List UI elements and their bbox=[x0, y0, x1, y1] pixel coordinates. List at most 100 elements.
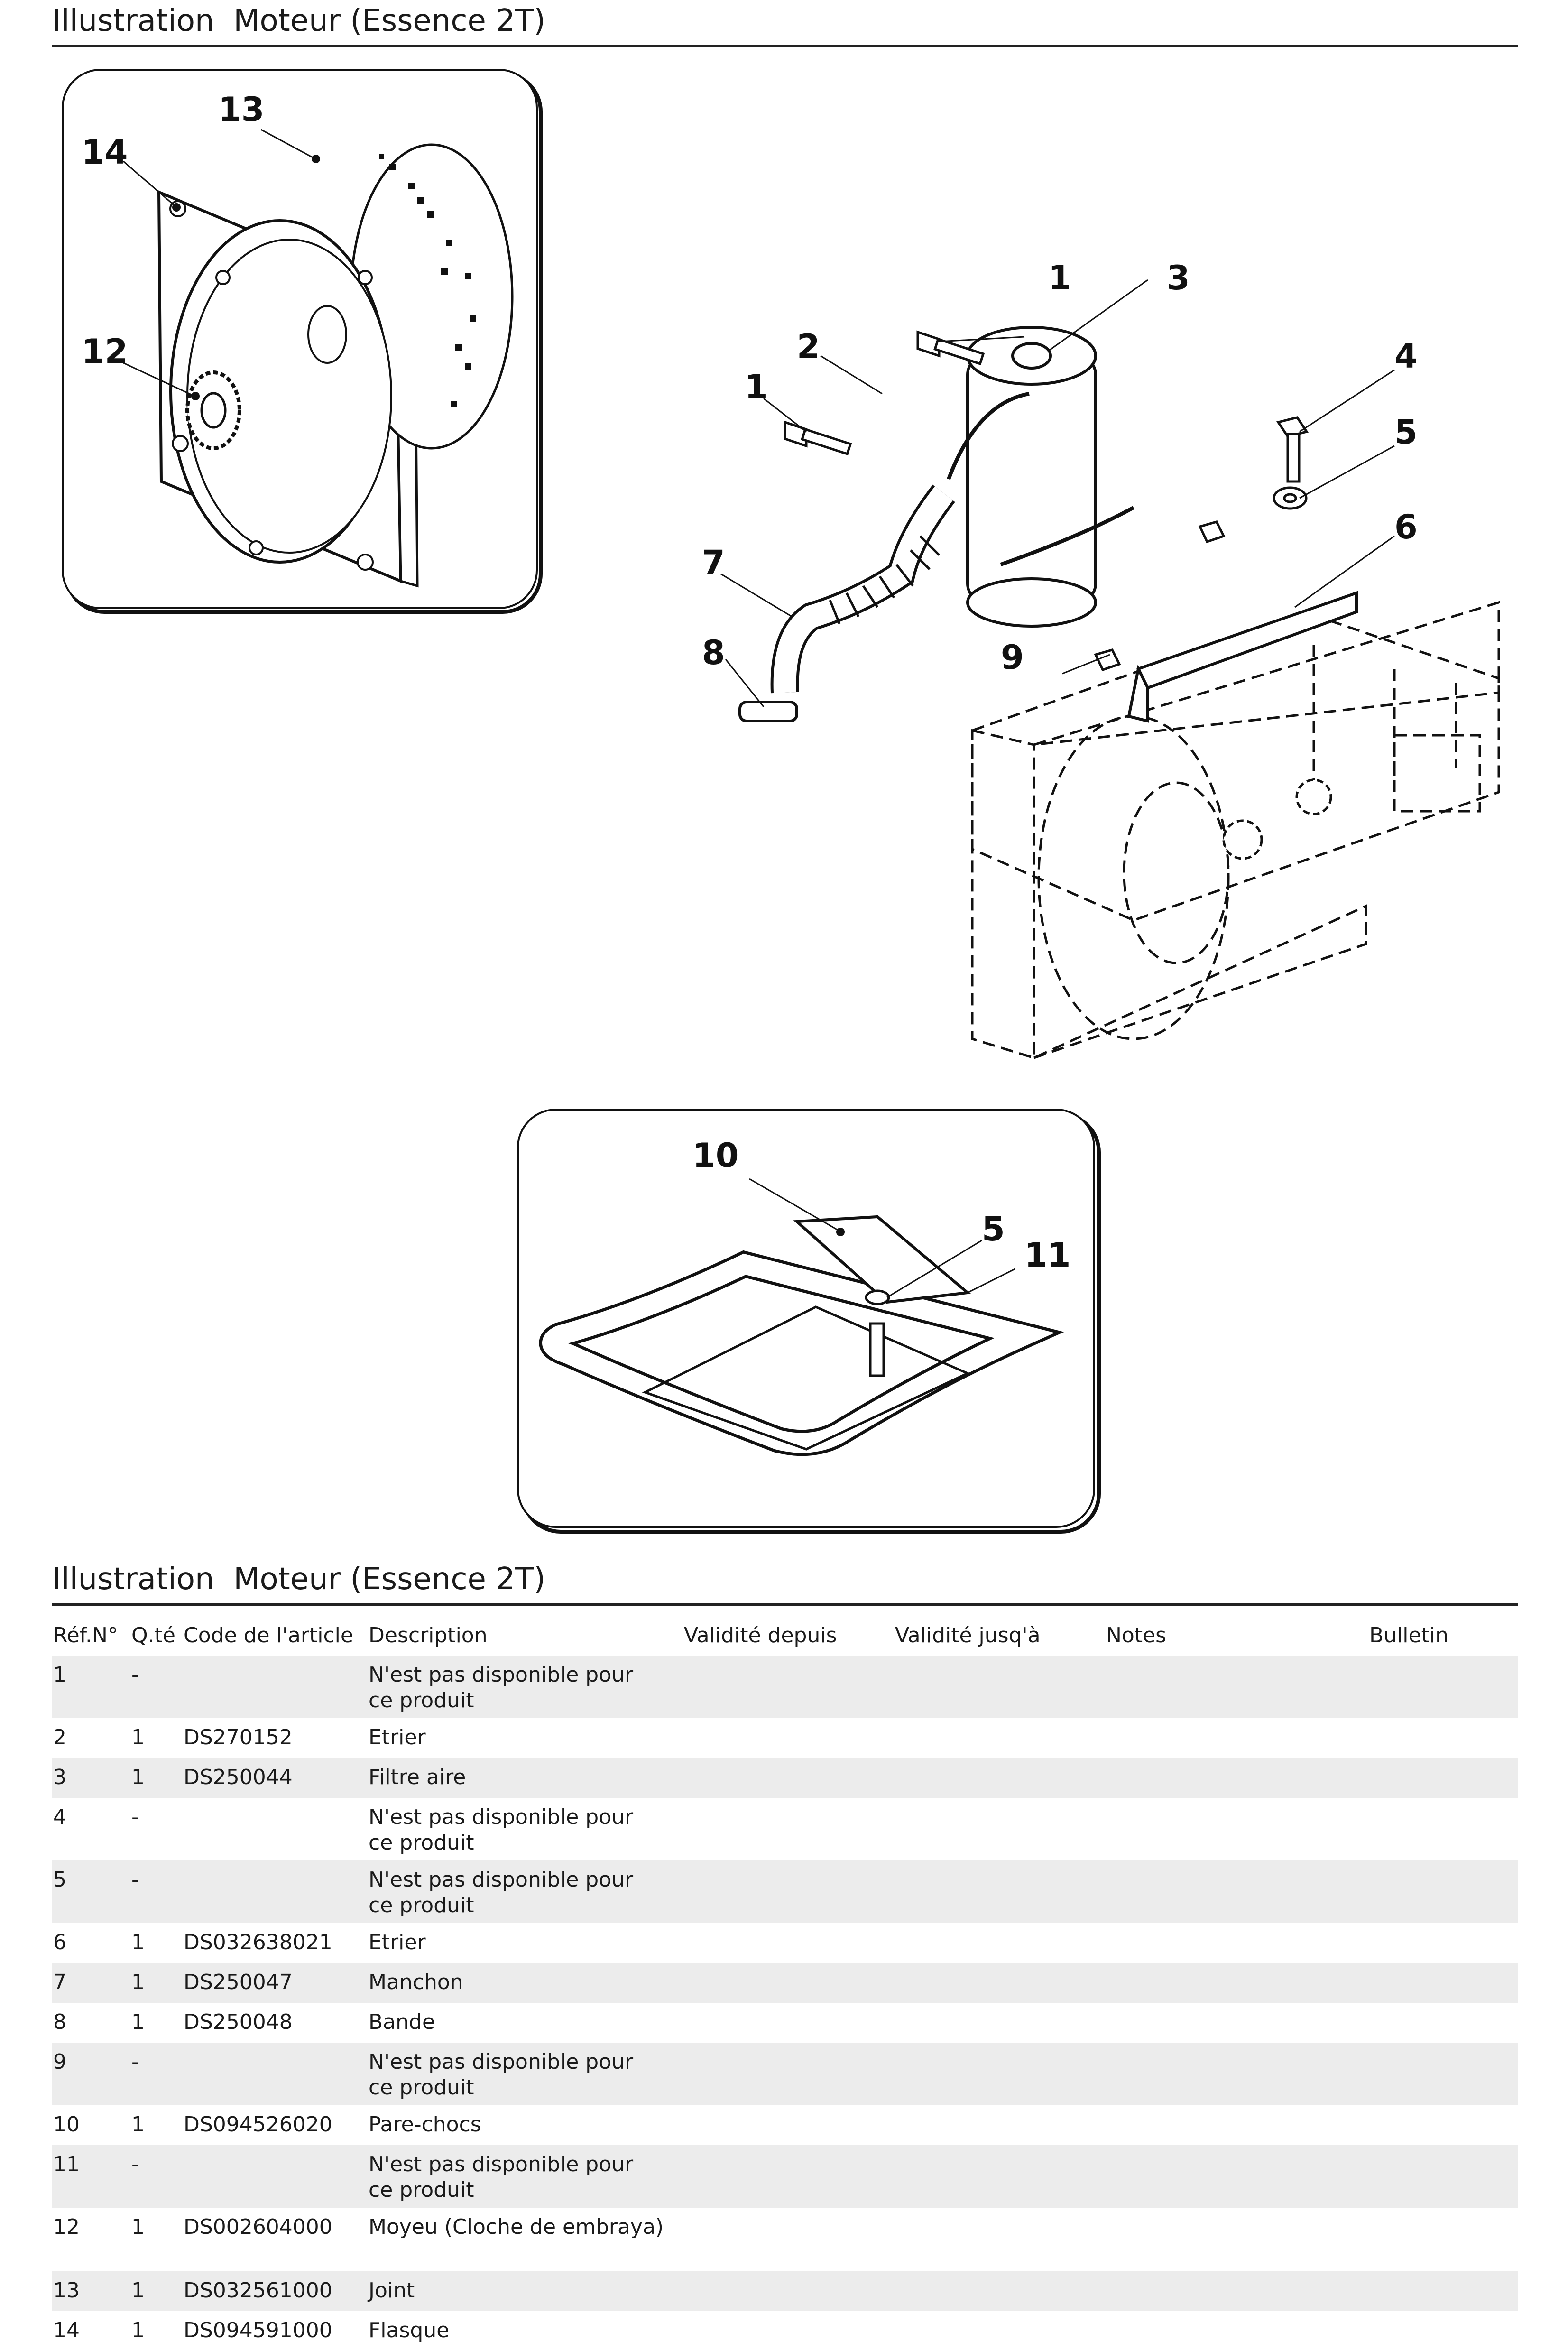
cell-ref: 2 bbox=[53, 1725, 66, 1749]
cell-code bbox=[183, 2145, 368, 2208]
cell-ref: 6 bbox=[53, 1930, 66, 1954]
table-row: 14 1 DS094591000 Flasque bbox=[52, 2311, 1518, 2351]
header-valid-from: Validité depuis bbox=[684, 1623, 837, 1648]
inset-drawing-clutch: 13 14 12 bbox=[57, 69, 545, 619]
cell-qty: - bbox=[130, 2145, 183, 2208]
cell-code: DS250048 bbox=[184, 2010, 293, 2034]
cell-qty: 1 bbox=[131, 2318, 145, 2342]
label-5: 5 bbox=[1394, 413, 1418, 452]
label-10: 10 bbox=[692, 1136, 738, 1175]
cell-code: DS094591000 bbox=[184, 2318, 332, 2342]
main-drawing-air-filter: 1 3 2 4 1 5 6 7 8 9 bbox=[655, 242, 1527, 1077]
cell-description: Bande bbox=[369, 2010, 435, 2034]
table-row: 3 1 DS250044 Filtre aire bbox=[52, 1758, 1518, 1798]
cell-ref: 8 bbox=[53, 2010, 66, 2034]
table-row: 8 1 DS250048 Bande bbox=[52, 2003, 1518, 2043]
cell-qty: 1 bbox=[131, 2112, 145, 2137]
cell-code: DS250047 bbox=[183, 1963, 368, 2003]
cell-ref: 1 bbox=[52, 1656, 130, 1718]
label-1a: 1 bbox=[1048, 259, 1071, 297]
label-7: 7 bbox=[702, 543, 725, 582]
cell-description: Flasque bbox=[369, 2318, 450, 2342]
cell-qty: 1 bbox=[131, 1930, 145, 1954]
header-valid-to: Validité jusq'à bbox=[895, 1623, 1041, 1648]
cell-qty: 1 bbox=[131, 1725, 145, 1749]
cell-description: Joint bbox=[368, 2271, 683, 2311]
label-1b: 1 bbox=[745, 368, 768, 407]
cell-code: DS094526020 bbox=[184, 2112, 332, 2137]
label-5-inset: 5 bbox=[982, 1210, 1005, 1249]
cell-qty: 1 bbox=[131, 2010, 145, 2034]
cell-code: DS250044 bbox=[183, 1758, 368, 1798]
table-header-row: Réf.N° Q.té Code de l'article Descriptio… bbox=[52, 1615, 1518, 1656]
cell-ref: 7 bbox=[52, 1963, 130, 2003]
table-row: 1 - N'est pas disponible pour ce produit bbox=[52, 1656, 1518, 1718]
cell-code bbox=[183, 2043, 368, 2105]
cell-qty: - bbox=[130, 1860, 183, 1923]
cell-code: DS032561000 bbox=[183, 2271, 368, 2311]
label-6: 6 bbox=[1394, 508, 1418, 546]
heading-title: Illustration Moteur (Essence 2T) bbox=[52, 1562, 546, 1597]
cell-ref: 12 bbox=[53, 2215, 80, 2239]
cell-ref: 14 bbox=[53, 2318, 80, 2342]
cell-ref: 4 bbox=[53, 1805, 66, 1829]
label-12: 12 bbox=[82, 332, 128, 371]
label-9: 9 bbox=[1001, 638, 1024, 677]
label-13: 13 bbox=[218, 90, 264, 129]
header-notes: Notes bbox=[1106, 1623, 1167, 1648]
cell-qty: - bbox=[130, 2043, 183, 2105]
cell-qty: 1 bbox=[130, 1963, 183, 2003]
cell-code: DS270152 bbox=[184, 1725, 293, 1749]
header-description: Description bbox=[369, 1623, 488, 1648]
label-3: 3 bbox=[1167, 259, 1190, 297]
cell-code bbox=[183, 1656, 368, 1718]
label-4: 4 bbox=[1394, 337, 1418, 376]
cell-description: Manchon bbox=[368, 1963, 683, 2003]
label-11: 11 bbox=[1024, 1236, 1070, 1275]
cell-code: DS002604000 bbox=[184, 2215, 332, 2239]
table-row: 9 - N'est pas disponible pour ce produit bbox=[52, 2043, 1518, 2105]
cell-qty: - bbox=[131, 1805, 139, 1829]
cell-code bbox=[183, 1860, 368, 1923]
page-heading-bottom: Illustration Moteur (Essence 2T) bbox=[52, 1518, 1518, 1606]
label-14: 14 bbox=[82, 133, 128, 172]
cell-description: Pare-chocs bbox=[369, 2112, 481, 2137]
cell-description: N'est pas disponible pour ce produit bbox=[368, 1656, 683, 1718]
cell-description: Etrier bbox=[369, 1930, 426, 1954]
table-row: 10 1 DS094526020 Pare-chocs bbox=[52, 2105, 1518, 2145]
cell-description: Moyeu (Cloche de embraya) bbox=[369, 2215, 664, 2239]
cell-qty: 1 bbox=[131, 2215, 145, 2239]
cell-code: DS032638021 bbox=[184, 1930, 332, 1954]
header-bulletin: Bulletin bbox=[1369, 1623, 1448, 1648]
table-row: 5 - N'est pas disponible pour ce produit bbox=[52, 1860, 1518, 1923]
inset-drawing-bumper: 10 5 11 bbox=[512, 1108, 1105, 1537]
cell-description: Filtre aire bbox=[368, 1758, 683, 1798]
table-row: 2 1 DS270152 Etrier bbox=[52, 1718, 1518, 1758]
label-2: 2 bbox=[797, 327, 820, 366]
label-8: 8 bbox=[702, 633, 725, 672]
cell-ref: 9 bbox=[52, 2043, 130, 2105]
cell-qty: 1 bbox=[130, 2271, 183, 2311]
cell-qty: 1 bbox=[130, 1758, 183, 1798]
table-row: 13 1 DS032561000 Joint bbox=[52, 2271, 1518, 2311]
cell-description: N'est pas disponible pour ce produit bbox=[368, 2145, 683, 2208]
heading-title: Illustration Moteur (Essence 2T) bbox=[52, 3, 546, 38]
table-row: 4 - N'est pas disponible pour ce produit bbox=[52, 1798, 1518, 1860]
cell-ref: 10 bbox=[53, 2112, 80, 2137]
table-row: 7 1 DS250047 Manchon bbox=[52, 1963, 1518, 2003]
table-row: 6 1 DS032638021 Etrier bbox=[52, 1923, 1518, 1963]
header-qty: Q.té bbox=[131, 1623, 175, 1648]
header-ref: Réf.N° bbox=[53, 1623, 118, 1648]
cell-description: N'est pas disponible pour ce produit bbox=[369, 1805, 634, 1855]
cell-description: N'est pas disponible pour ce produit bbox=[368, 1860, 683, 1923]
cell-code bbox=[183, 1798, 368, 1860]
cell-ref: 3 bbox=[52, 1758, 130, 1798]
header-code: Code de l'article bbox=[184, 1623, 353, 1648]
parts-table: Réf.N° Q.té Code de l'article Descriptio… bbox=[52, 1615, 1518, 2351]
cell-ref: 5 bbox=[52, 1860, 130, 1923]
table-row: 11 - N'est pas disponible pour ce produi… bbox=[52, 2145, 1518, 2208]
table-row: 12 1 DS002604000 Moyeu (Cloche de embray… bbox=[52, 2208, 1518, 2271]
cell-description: Etrier bbox=[369, 1725, 426, 1749]
page-heading-top: Illustration Moteur (Essence 2T) bbox=[52, 0, 1518, 47]
cell-description: N'est pas disponible pour ce produit bbox=[368, 2043, 683, 2105]
